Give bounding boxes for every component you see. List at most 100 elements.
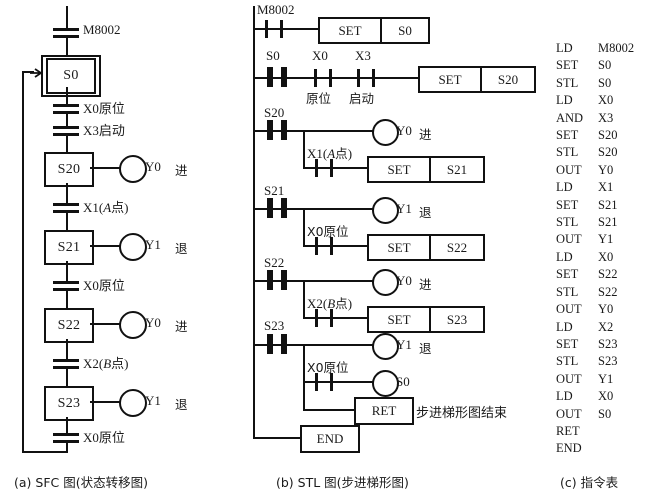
ret-box[interactable]: RET	[354, 397, 414, 425]
rung6-branch-drop	[303, 344, 305, 410]
sfc-step-s20[interactable]: S20	[44, 152, 94, 187]
rung4-instruction-set-s22[interactable]: SET S22	[367, 234, 485, 261]
instruction-op: SET	[556, 58, 579, 73]
sfc-step-s21-label: S21	[57, 239, 81, 255]
instruction-row: SET S20	[556, 127, 654, 144]
rung2-instruction-set-s20[interactable]: SET S20	[418, 66, 536, 93]
instruction-op: STL	[556, 145, 579, 160]
sfc-return-left	[22, 72, 24, 453]
rung6-contact-stl-s23[interactable]	[266, 334, 290, 354]
instruction-op: SET	[556, 128, 579, 143]
rung1-contact-m8002[interactable]	[263, 20, 285, 38]
rung5-branch-drop	[303, 280, 305, 318]
instruction-arg: S22	[598, 284, 618, 299]
sfc-coil-y1-1[interactable]	[119, 233, 147, 261]
instruction-arg: S22	[598, 267, 618, 282]
rung5-branch-contact-x2[interactable]	[313, 309, 335, 327]
sfc-out-link-s21	[90, 245, 120, 247]
rung6-branch-coil-s0[interactable]	[372, 370, 399, 397]
sfc-step-s21[interactable]: S21	[44, 230, 94, 265]
instruction-arg: S20	[598, 128, 618, 143]
rung3-instruction-set-s21[interactable]: SET S21	[367, 156, 485, 183]
rung3-branch-drop	[303, 130, 305, 168]
end-box[interactable]: END	[300, 425, 360, 453]
rung5-instruction-arg: S23	[446, 311, 468, 327]
instruction-arg: S0	[598, 406, 612, 421]
rung2-wire	[253, 77, 418, 79]
instruction-op: RET	[556, 423, 580, 438]
ret-label: RET	[371, 403, 397, 418]
rung3-instruction-arg: S21	[446, 161, 468, 177]
rung3-contact-stl-s20[interactable]	[266, 120, 290, 140]
sfc-coil-y0-1[interactable]	[119, 155, 147, 183]
sfc-coil-y0-1-label: Y0	[145, 159, 161, 174]
rung5-coil-y0[interactable]	[372, 269, 399, 296]
instruction-arg: X2	[598, 319, 614, 334]
ladder-left-rail	[253, 6, 255, 438]
rung2-contact-stl-s0[interactable]	[266, 67, 290, 87]
instruction-arg: M8002	[598, 41, 635, 55]
instruction-arg: S20	[598, 145, 618, 160]
instruction-arg: Y0	[598, 162, 614, 177]
rung1-instruction-set-s0[interactable]: SET S0	[318, 17, 430, 44]
rung3-coil-label: Y0	[396, 123, 412, 138]
rung4-branch-drop	[303, 208, 305, 246]
sfc-step-s22-label: S22	[57, 317, 81, 333]
instruction-arg: S23	[598, 354, 618, 369]
sfc-return-arrow-icon	[30, 66, 43, 78]
instruction-op: LD	[556, 93, 573, 108]
rung6-coil-note: 退	[419, 341, 432, 356]
sfc-out-link-s23	[90, 401, 120, 403]
sfc-out-link-s20	[90, 167, 120, 169]
rung3-coil-y0[interactable]	[372, 119, 399, 146]
rung5-contact-stl-s22[interactable]	[266, 270, 290, 290]
rung6-coil-y1[interactable]	[372, 333, 399, 360]
instruction-op: STL	[556, 284, 579, 299]
sfc-out-link-s22	[90, 323, 120, 325]
sfc-stem-7	[66, 261, 68, 283]
rung2-instruction-op: SET	[420, 68, 482, 91]
rung5-instruction-set-s23[interactable]: SET S23	[367, 306, 485, 333]
instruction-arg: S21	[598, 197, 618, 212]
sfc-coil-y0-2-label: Y0	[145, 315, 161, 330]
caption-panel-a: (a) SFC 图(状态转移图)	[14, 475, 148, 490]
rung4-branch-contact-x0[interactable]	[313, 237, 335, 255]
instruction-op: STL	[556, 354, 579, 369]
instruction-arg: Y1	[598, 232, 614, 247]
rung4-coil-y1[interactable]	[372, 197, 399, 224]
instruction-op: LD	[556, 319, 573, 334]
sfc-transition-x0-3-label: X0原位	[83, 430, 125, 445]
instruction-row: STL S22	[556, 284, 654, 301]
sfc-stem-9	[66, 339, 68, 361]
sfc-coil-y1-2[interactable]	[119, 389, 147, 417]
rung4-contact-stl-s21[interactable]	[266, 198, 290, 218]
rung3-branch-contact-label: X1(A点)	[307, 146, 353, 161]
sfc-note-s21: 退	[175, 241, 188, 256]
ladder-panel: M8002 SET S0 S0 X0 X3 原位 启动 SET S20 S20	[253, 2, 536, 453]
sfc-step-s23[interactable]: S23	[44, 386, 94, 421]
ret-wire	[303, 409, 355, 411]
sfc-stem-8	[66, 291, 68, 309]
rung5-instruction-op: SET	[369, 308, 431, 331]
sfc-step-s0[interactable]: S0	[41, 55, 101, 97]
sfc-stem-6	[66, 213, 68, 231]
instruction-arg: S23	[598, 336, 618, 351]
sfc-step-s22[interactable]: S22	[44, 308, 94, 343]
sfc-coil-y0-2[interactable]	[119, 311, 147, 339]
rung2-contact-x0[interactable]	[312, 69, 334, 87]
sfc-stem-4	[66, 136, 68, 152]
rung6-branch-contact-x0[interactable]	[313, 373, 335, 391]
rung6-branch-coil-label: S0	[396, 374, 410, 389]
rung2-contact-x3[interactable]	[355, 69, 377, 87]
instruction-arg: S21	[598, 215, 618, 230]
rung3-branch-contact-x1[interactable]	[313, 159, 335, 177]
